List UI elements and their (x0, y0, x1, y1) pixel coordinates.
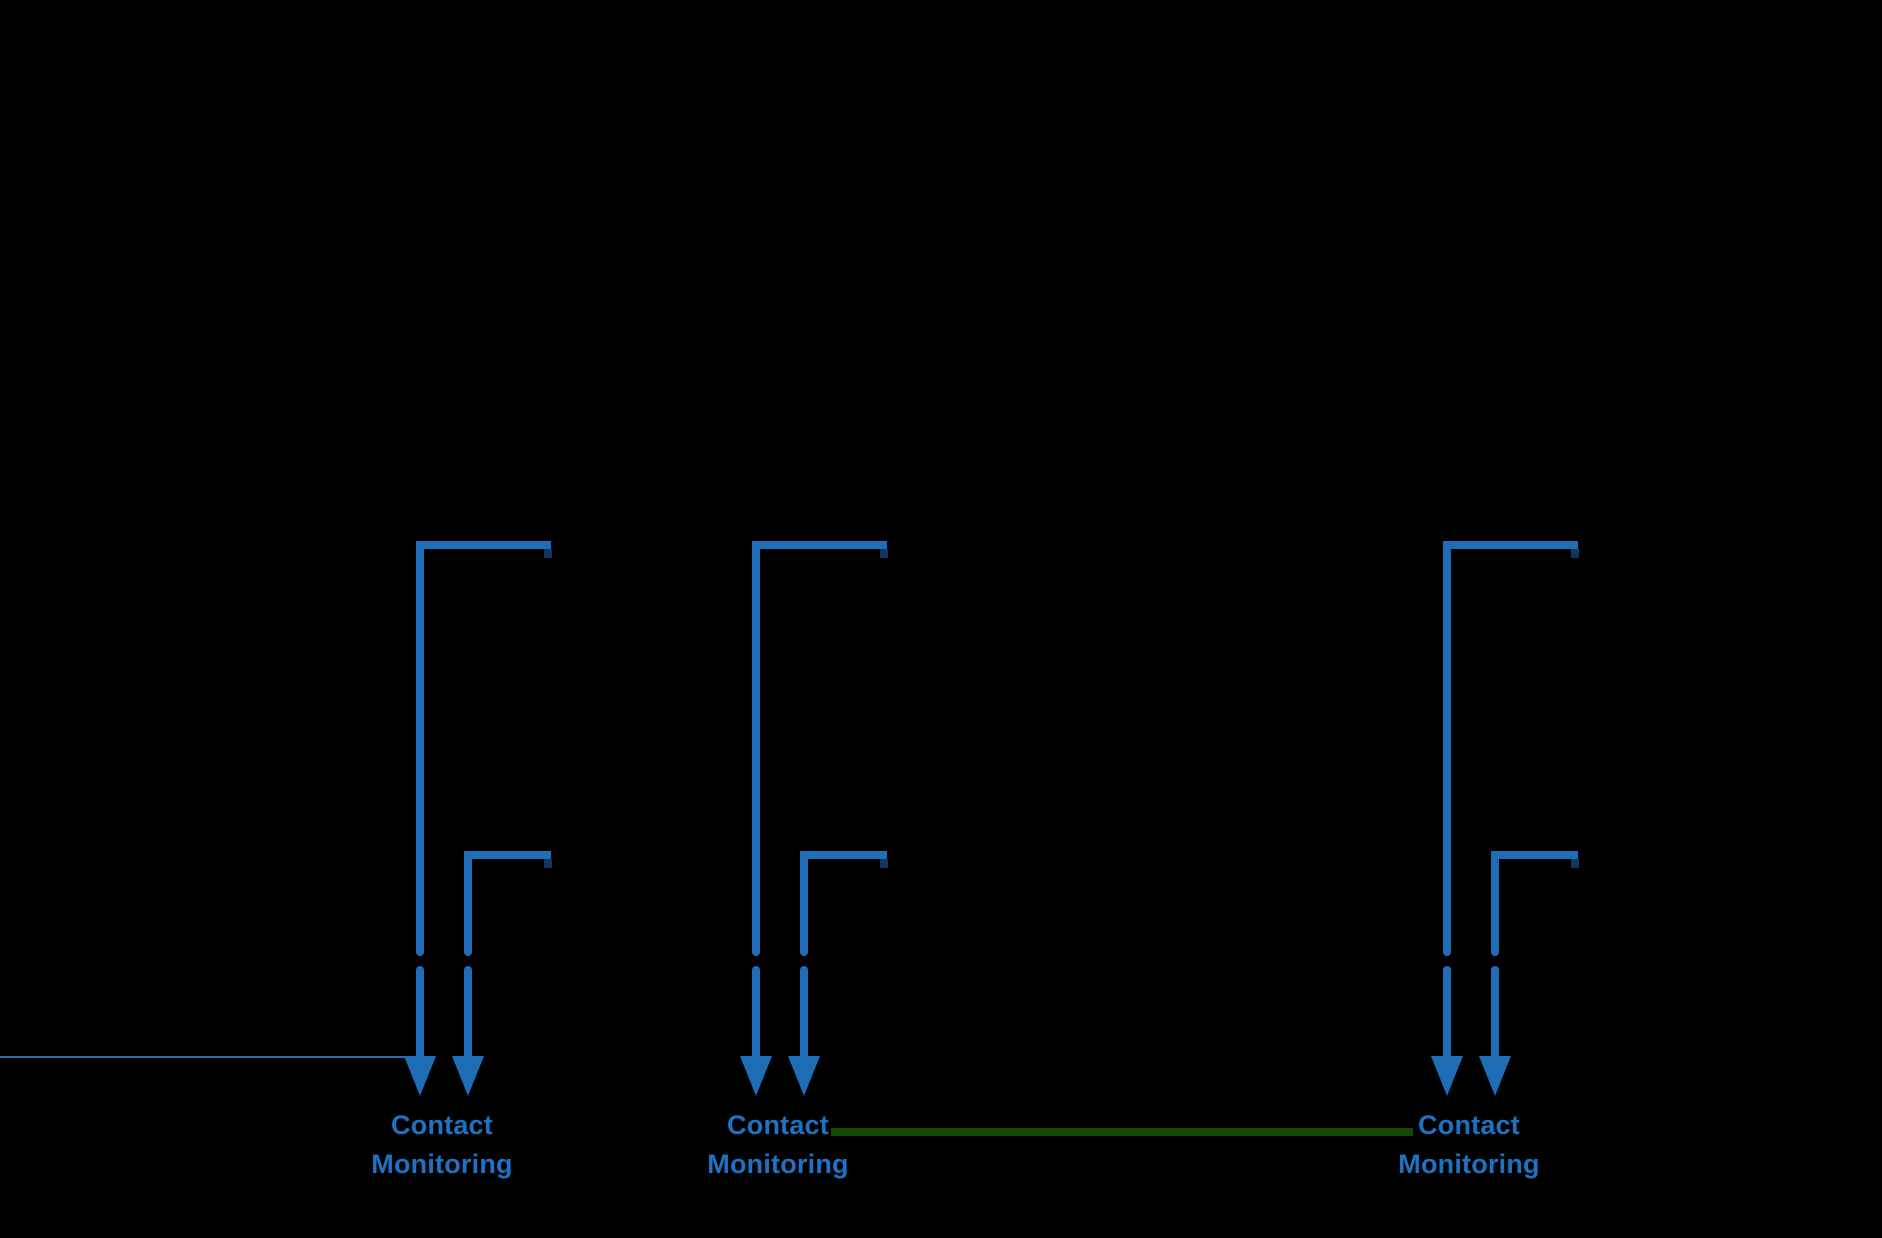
inner-bracket-vertical-line (800, 851, 808, 956)
outer-bracket-top-line (416, 541, 551, 549)
outer-bracket-vertical-line (416, 541, 424, 956)
label-line-monitoring: Monitoring (707, 1149, 849, 1179)
contact-monitoring-label: Contact Monitoring (668, 1106, 888, 1184)
contact-monitoring-group-right: Contact Monitoring (1398, 0, 1673, 1238)
outer-arrow-shaft (416, 966, 424, 1064)
inner-bracket-vertical-line (1491, 851, 1499, 956)
outer-bracket-vertical-line (1443, 541, 1451, 956)
outer-bracket-top-line (1443, 541, 1578, 549)
contact-monitoring-group-middle: Contact Monitoring (707, 0, 982, 1238)
down-arrow-icon (1479, 1056, 1511, 1096)
label-line-monitoring: Monitoring (371, 1149, 513, 1179)
outer-bracket-end-tick (1571, 549, 1579, 558)
inner-bracket-end-tick (544, 859, 552, 868)
label-line-contact: Contact (727, 1110, 829, 1140)
inner-bracket-top-line (1491, 851, 1578, 859)
inner-arrow-shaft (800, 966, 808, 1064)
down-arrow-icon (452, 1056, 484, 1096)
inner-bracket-top-line (800, 851, 887, 859)
down-arrow-icon (788, 1056, 820, 1096)
inner-arrow-shaft (464, 966, 472, 1064)
contact-monitoring-label: Contact Monitoring (1359, 1106, 1579, 1184)
down-arrow-icon (740, 1056, 772, 1096)
label-line-contact: Contact (1418, 1110, 1520, 1140)
contact-monitoring-label: Contact Monitoring (332, 1106, 552, 1184)
outer-arrow-shaft (752, 966, 760, 1064)
green-connector-line (831, 1128, 1413, 1136)
down-arrow-icon (404, 1056, 436, 1096)
inner-bracket-end-tick (880, 859, 888, 868)
outer-bracket-vertical-line (752, 541, 760, 956)
outer-bracket-end-tick (544, 549, 552, 558)
inner-bracket-end-tick (1571, 859, 1579, 868)
left-edge-connector-line (0, 1056, 408, 1058)
contact-monitoring-group-left: Contact Monitoring (371, 0, 646, 1238)
outer-bracket-top-line (752, 541, 887, 549)
inner-bracket-top-line (464, 851, 551, 859)
inner-arrow-shaft (1491, 966, 1499, 1064)
outer-bracket-end-tick (880, 549, 888, 558)
inner-bracket-vertical-line (464, 851, 472, 956)
label-line-monitoring: Monitoring (1398, 1149, 1540, 1179)
down-arrow-icon (1431, 1056, 1463, 1096)
outer-arrow-shaft (1443, 966, 1451, 1064)
label-line-contact: Contact (391, 1110, 493, 1140)
